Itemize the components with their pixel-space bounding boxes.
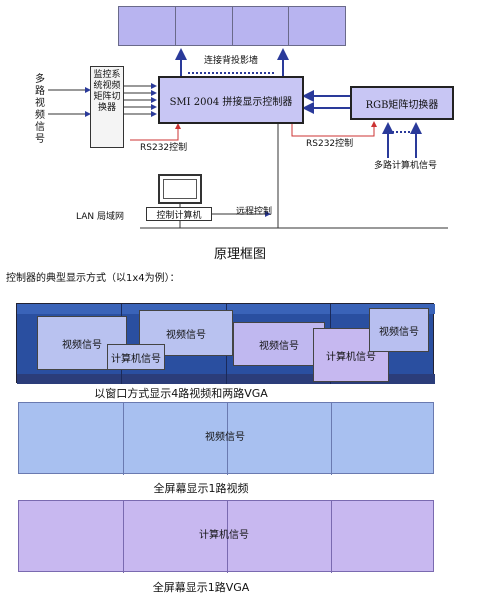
wall-panel-2	[176, 7, 233, 45]
monitor-icon	[158, 174, 202, 204]
wall-connect-label: 连接背投影墙	[204, 56, 259, 66]
lan-label: LAN 局域网	[76, 212, 124, 222]
mode2-caption: 全屏幕显示1路视频	[153, 482, 249, 495]
window-computer-2[interactable]: 计算机信号	[313, 328, 389, 382]
rs232-left-label: RS232控制	[140, 143, 188, 153]
monitor-matrix-box	[90, 66, 124, 148]
mode3-caption: 全屏幕显示1路VGA	[152, 581, 250, 594]
rgb-switch-label: RGB矩阵切换器	[365, 99, 439, 111]
diagram-title: 原理框图	[214, 247, 267, 262]
mode1-caption: 以窗口方式显示4路视频和两路VGA	[94, 387, 268, 400]
rs232-right-label: RS232控制	[306, 139, 354, 149]
controller-label: SMI 2004 拼接显示控制器	[169, 96, 293, 108]
controller-box: SMI 2004 拼接显示控制器	[158, 76, 304, 124]
section-heading: 控制器的典型显示方式（以1x4为例）：	[6, 273, 180, 284]
mode3-display: 计算机信号	[18, 500, 434, 573]
window-video-1[interactable]: 视频信号	[37, 316, 127, 370]
window-computer-1[interactable]: 计算机信号	[107, 344, 165, 370]
monitor-matrix-label: 监控系统视频矩阵切换器	[93, 70, 121, 113]
wall-panel-1	[119, 7, 176, 45]
window-video-3[interactable]: 视频信号	[233, 322, 325, 366]
remote-control-label: 远程控制	[236, 207, 273, 217]
window-video-4[interactable]: 视频信号	[369, 308, 429, 352]
video-wall-panels	[118, 6, 346, 46]
control-pc-box: 控制计算机	[146, 207, 212, 221]
block-diagram: 多路视频信号 监控系统视频矩阵切换器 SMI 2004 拼接显示控制器 连接背投…	[0, 0, 502, 270]
control-pc-label: 控制计算机	[156, 210, 202, 221]
diagram-lines	[48, 48, 448, 229]
rgb-switch-box: RGB矩阵切换器	[350, 86, 454, 120]
mode3-center-label: 计算机信号	[199, 530, 249, 541]
mode1-display: 视频信号 视频信号 计算机信号 视频信号 计算机信号 视频信号	[16, 303, 435, 384]
multi-video-input-label: 多路视频信号	[35, 74, 45, 145]
mode2-center-label: 视频信号	[205, 432, 245, 443]
wall-panel-3	[233, 7, 290, 45]
mode2-display: 视频信号	[18, 402, 434, 475]
multi-computer-label: 多路计算机信号	[374, 161, 438, 171]
